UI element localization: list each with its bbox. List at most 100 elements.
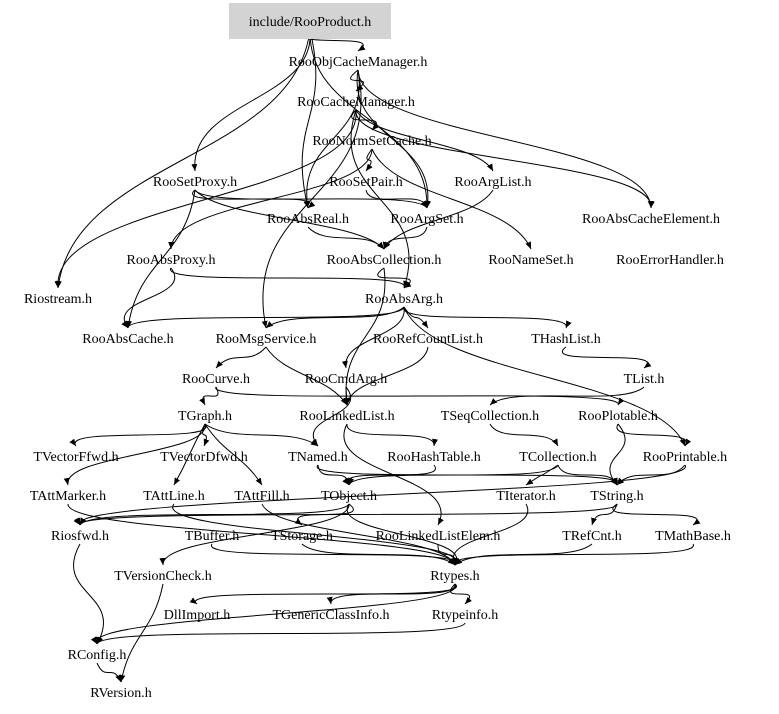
node-arglist[interactable]: RooArgList.h	[454, 175, 531, 190]
node-tvecd[interactable]: TVectorDfwd.h	[160, 450, 247, 465]
edge-abscoll-to-linkedlist	[343, 267, 386, 406]
node-rconfig[interactable]: RConfig.h	[68, 648, 127, 663]
edge-setproxy-to-abscoll	[194, 189, 385, 250]
node-label: TAttLine.h	[143, 489, 204, 504]
edge-objcache-to-abscacheel	[357, 69, 654, 209]
node-absarg[interactable]: RooAbsArg.h	[365, 292, 443, 307]
node-abscacheel[interactable]: RooAbsCacheElement.h	[582, 212, 720, 227]
node-tmathbase[interactable]: TMathBase.h	[655, 529, 731, 544]
node-root[interactable]: include/RooProduct.h	[229, 3, 391, 39]
node-label: RooCacheManager.h	[297, 95, 415, 110]
edge-absarg-to-refcount	[403, 306, 429, 329]
node-tbuffer[interactable]: TBuffer.h	[185, 529, 240, 544]
edge-cmdarg-to-linkedlist	[343, 386, 350, 406]
node-label: TStorage.h	[271, 529, 333, 544]
node-linkedelem[interactable]: RooLinkedListElem.h	[376, 529, 501, 544]
node-setpair[interactable]: RooSetPair.h	[329, 175, 403, 190]
node-tattline[interactable]: TAttLine.h	[143, 489, 204, 504]
edge-absproxy-to-absarg	[170, 267, 411, 289]
node-rtypeinfo[interactable]: Rtypeinfo.h	[432, 608, 499, 623]
node-label: TGraph.h	[178, 409, 232, 424]
node-label: TVectorFfwd.h	[33, 450, 118, 465]
node-setproxy[interactable]: RooSetProxy.h	[153, 175, 237, 190]
node-tattmarker[interactable]: TAttMarker.h	[30, 489, 106, 504]
node-label: RooArgList.h	[454, 175, 531, 190]
node-label: DllImport.h	[164, 608, 231, 623]
node-curve[interactable]: RooCurve.h	[182, 372, 250, 387]
node-tnamed[interactable]: TNamed.h	[288, 450, 347, 465]
node-tversion[interactable]: TVersionCheck.h	[114, 569, 212, 584]
node-linkedlist[interactable]: RooLinkedList.h	[299, 409, 394, 424]
node-label: RooSetPair.h	[329, 175, 403, 190]
node-tcoll[interactable]: TCollection.h	[519, 450, 596, 465]
node-tseqcoll[interactable]: TSeqCollection.h	[441, 409, 539, 424]
node-label: RooLinkedListElem.h	[376, 529, 501, 544]
edge-tattmarker-to-rtypes	[67, 503, 459, 566]
node-riosfwd[interactable]: Riosfwd.h	[51, 529, 109, 544]
node-tattfill[interactable]: TAttFill.h	[234, 489, 289, 504]
node-tobject[interactable]: TObject.h	[321, 489, 377, 504]
node-abscache[interactable]: RooAbsCache.h	[82, 332, 173, 347]
node-trefcnt[interactable]: TRefCnt.h	[562, 529, 622, 544]
node-label: Riostream.h	[24, 292, 92, 307]
node-errhandler[interactable]: RooErrorHandler.h	[616, 253, 724, 268]
node-titerator[interactable]: TIterator.h	[496, 489, 555, 504]
node-rtypes[interactable]: Rtypes.h	[430, 569, 479, 584]
edge-tobject-to-riosfwd	[79, 503, 350, 526]
edge-printable-to-riosfwd	[73, 464, 686, 526]
edge-cachemgr-to-abscacheel	[355, 109, 655, 209]
node-label: include/RooProduct.h	[249, 15, 372, 30]
node-cachemgr[interactable]: RooCacheManager.h	[297, 95, 415, 110]
node-tstorage[interactable]: TStorage.h	[271, 529, 333, 544]
root-node-box	[229, 3, 391, 39]
node-tstring[interactable]: TString.h	[590, 489, 643, 504]
node-rversion[interactable]: RVersion.h	[90, 686, 152, 701]
node-label: Riosfwd.h	[51, 529, 109, 544]
edge-root-to-riostream	[55, 29, 311, 289]
edge-normset-to-setpair	[365, 148, 373, 172]
node-abscoll[interactable]: RooAbsCollection.h	[327, 253, 442, 268]
edge-printable-to-tstring	[616, 464, 686, 486]
node-label: TVersionCheck.h	[114, 569, 212, 584]
node-plotable[interactable]: RooPlotable.h	[578, 409, 658, 424]
node-objcache[interactable]: RooObjCacheManager.h	[289, 55, 428, 70]
edge-absarg-to-abscache	[125, 306, 405, 329]
node-nameset[interactable]: RooNameSet.h	[488, 253, 573, 268]
node-label: TIterator.h	[496, 489, 555, 504]
edge-tlist-to-tseqcoll	[489, 386, 645, 406]
node-label: RooAbsArg.h	[365, 292, 443, 307]
node-argset[interactable]: RooArgSet.h	[390, 212, 463, 227]
node-tlist[interactable]: TList.h	[624, 372, 665, 387]
node-tgeneric[interactable]: TGenericClassInfo.h	[272, 608, 389, 623]
edge-tstorage-to-rtypes	[301, 543, 456, 566]
node-dllimport[interactable]: DllImport.h	[164, 608, 231, 623]
node-hashtable[interactable]: RooHashTable.h	[387, 450, 481, 465]
node-tgraph[interactable]: TGraph.h	[178, 409, 232, 424]
node-absproxy[interactable]: RooAbsProxy.h	[127, 253, 216, 268]
node-riostream[interactable]: Riostream.h	[24, 292, 92, 307]
node-tvecf[interactable]: TVectorFfwd.h	[33, 450, 118, 465]
node-label: RooNameSet.h	[488, 253, 573, 268]
node-label: TList.h	[624, 372, 665, 387]
node-cmdarg[interactable]: RooCmdArg.h	[305, 372, 388, 387]
node-normset[interactable]: RooNormSetCache.h	[312, 134, 431, 149]
node-label: Rtypes.h	[430, 569, 479, 584]
edge-tstring-to-riosfwd	[74, 503, 618, 526]
node-label: RooLinkedList.h	[299, 409, 394, 424]
node-label: TString.h	[590, 489, 643, 504]
node-label: RooNormSetCache.h	[312, 134, 431, 149]
node-label: Rtypeinfo.h	[432, 608, 499, 623]
edge-cmdarg-to-tnamed	[311, 386, 352, 447]
edge-objcache-to-absreal	[303, 69, 360, 209]
node-absreal[interactable]: RooAbsReal.h	[267, 212, 349, 227]
node-msgservice[interactable]: RooMsgService.h	[216, 332, 317, 347]
node-refcount[interactable]: RooRefCountList.h	[373, 332, 483, 347]
edge-thashlist-to-tlist	[562, 346, 652, 369]
edge-tgraph-to-tnamed	[204, 423, 319, 447]
node-label: RooErrorHandler.h	[616, 253, 724, 268]
node-label: RooCurve.h	[182, 372, 250, 387]
node-thashlist[interactable]: THashList.h	[531, 332, 601, 347]
node-printable[interactable]: RooPrintable.h	[643, 450, 727, 465]
node-label: RooAbsCollection.h	[327, 253, 442, 268]
